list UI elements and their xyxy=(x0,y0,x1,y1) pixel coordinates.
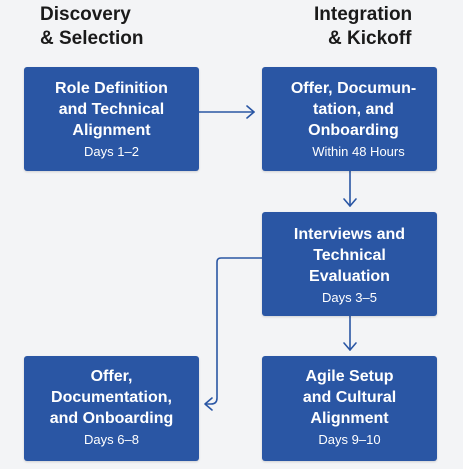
step-duration: Within 48 Hours xyxy=(312,144,405,159)
arrowhead xyxy=(204,397,213,411)
heading-line: & Kickoff xyxy=(328,28,412,49)
step-title-line: and Onboarding xyxy=(49,410,174,427)
step-duration: Days 1–2 xyxy=(84,144,139,159)
column-heading-discovery-selection: Discovery & Selection xyxy=(40,3,143,51)
heading-line: Discovery xyxy=(40,4,131,25)
step-title-line: Interviews and xyxy=(293,226,406,243)
step-title-line: Technical xyxy=(313,247,386,264)
arrowhead xyxy=(343,342,357,351)
step-box-offer-documentation-onboarding: Offer, Documun- tation, and Onboarding W… xyxy=(262,67,437,171)
step-box-agile-setup: Agile Setup and Cultural Alignment Days … xyxy=(262,356,437,461)
arrowhead xyxy=(343,198,357,207)
step-duration: Days 6–8 xyxy=(84,432,139,447)
step-title-line: and Technical xyxy=(58,101,165,118)
step-title-line: Agile Setup xyxy=(305,368,394,385)
step-box-offer-documentation-onboarding-left: Offer, Documentation, and Onboarding Day… xyxy=(24,356,199,461)
step-duration: Days 9–10 xyxy=(318,432,381,447)
heading-line: Integration xyxy=(314,4,413,25)
step-title-line: tation, and xyxy=(313,101,394,118)
column-heading-integration-kickoff: Integration & Kickoff xyxy=(314,3,412,51)
step-title-line: Alignment xyxy=(72,122,151,139)
step-title-line: Evaluation xyxy=(309,268,390,285)
arrowhead xyxy=(246,105,255,119)
step-title-line: Alignment xyxy=(310,410,389,427)
step-title-line: and Cultural xyxy=(302,389,397,406)
step-title-line: Onboarding xyxy=(308,122,399,139)
heading-line: & Selection xyxy=(40,28,144,49)
step-title-line: Role Definition xyxy=(55,80,168,97)
step-box-interviews-evaluation: Interviews and Technical Evaluation Days… xyxy=(262,212,437,316)
step-duration: Days 3–5 xyxy=(322,290,377,305)
arrow-interviews-to-offer-left xyxy=(205,257,263,405)
step-title-line: Offer, Documun- xyxy=(290,80,417,97)
step-title-line: Documentation, xyxy=(51,389,172,406)
step-title-line: Offer, xyxy=(90,368,133,385)
step-box-role-definition: Role Definition and Technical Alignment … xyxy=(24,67,199,171)
